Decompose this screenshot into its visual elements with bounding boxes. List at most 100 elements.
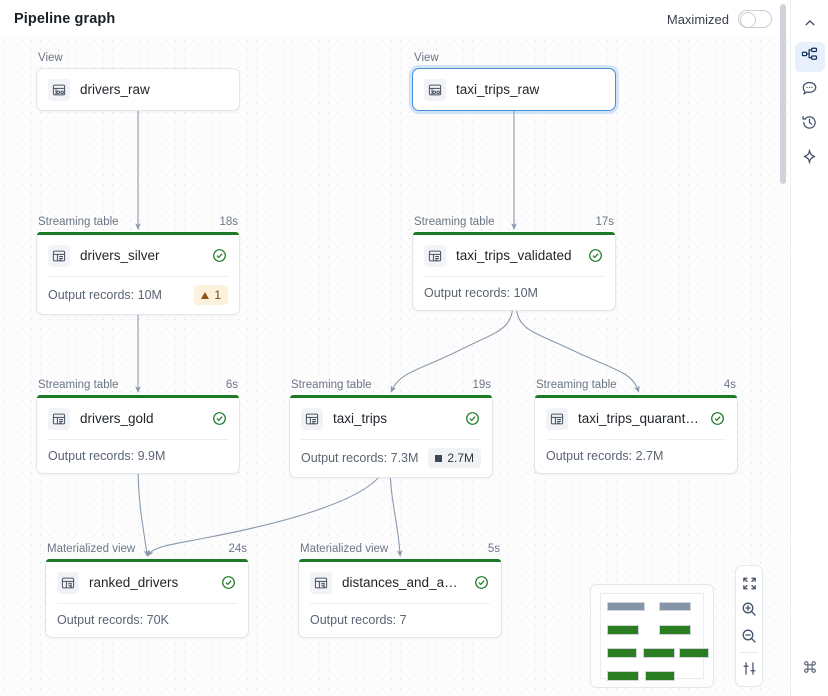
node-type-label: Streaming table: [414, 216, 495, 228]
node-card[interactable]: distances_and_amounts_b... Output record…: [298, 559, 502, 638]
status-success-icon: [474, 575, 490, 590]
sidebar-item-history[interactable]: [795, 110, 825, 140]
node-card[interactable]: drivers_silver Output records: 10M 1: [36, 232, 240, 315]
graph-node-distances_and_amounts[interactable]: Materialized view 5s distances_and_amoun…: [298, 543, 502, 638]
graph-node-taxi_trips_validated[interactable]: Streaming table 17s taxi_trips_validated: [412, 216, 616, 311]
node-title: ranked_drivers: [89, 575, 179, 590]
minimap-node: [679, 648, 709, 658]
minimap-node: [607, 602, 645, 611]
node-divider: [57, 603, 237, 604]
node-card[interactable]: drivers_raw: [36, 68, 240, 111]
node-type-label: View: [414, 52, 439, 64]
graph-canvas[interactable]: View drivers_raw V: [0, 0, 788, 696]
header-actions: Maximized: [667, 10, 772, 28]
materialized-view-icon: [310, 571, 332, 594]
node-type-label: Streaming table: [536, 379, 617, 391]
node-divider: [546, 439, 726, 440]
node-card[interactable]: taxi_trips Output records: 7.3M 2.7M: [289, 395, 493, 478]
graph-node-drivers_silver[interactable]: Streaming table 18s drivers_silver: [36, 216, 240, 315]
graph-node-drivers_gold[interactable]: Streaming table 6s drivers_gold: [36, 379, 240, 474]
node-output-records: Output records: 2.7M: [546, 449, 664, 463]
node-header: distances_and_amounts_b...: [299, 562, 501, 603]
edge-drivers_gold-ranked_drivers: [137, 463, 150, 558]
node-title: drivers_gold: [80, 411, 154, 426]
node-header: taxi_trips: [290, 398, 492, 439]
status-success-icon: [710, 411, 726, 426]
node-meta: Materialized view 5s: [298, 543, 502, 555]
graph-node-taxi_trips_raw[interactable]: View taxi_trips_raw: [412, 52, 616, 111]
minimap-node: [607, 648, 637, 658]
streaming-table-icon: [424, 244, 446, 267]
edge-taxi_trips_validated-taxi_trips_quarantine: [515, 300, 640, 393]
status-badge-dropped-records[interactable]: 2.7M: [428, 448, 481, 468]
streaming-table-icon: [48, 244, 70, 267]
graph-node-drivers_raw[interactable]: View drivers_raw: [36, 52, 240, 111]
node-footer: Output records: 70K: [46, 604, 248, 637]
status-badge-warning[interactable]: 1: [194, 285, 228, 305]
graph-minimap[interactable]: [590, 584, 714, 688]
streaming-table-icon: [546, 407, 568, 430]
history-clock-icon: [801, 114, 818, 136]
node-header: drivers_raw: [37, 69, 239, 110]
sidebar-item-pipeline-graph[interactable]: [794, 42, 825, 72]
node-divider: [310, 603, 490, 604]
graph-controls[interactable]: [735, 565, 763, 687]
node-card[interactable]: taxi_trips_quarantine Output records: 2.…: [534, 395, 738, 474]
badge-count: 2.7M: [447, 451, 474, 465]
node-title: drivers_raw: [80, 82, 150, 97]
panel-header: Pipeline graph Maximized: [0, 0, 788, 38]
node-footer: Output records: 7: [299, 604, 501, 637]
node-card[interactable]: drivers_gold Output records: 9.9M: [36, 395, 240, 474]
graph-node-taxi_trips_quarantine[interactable]: Streaming table 4s taxi_trips_quarantine: [534, 379, 738, 474]
sliders-icon[interactable]: [736, 657, 762, 681]
sidebar-item-comments[interactable]: [795, 76, 825, 106]
graph-node-ranked_drivers[interactable]: Materialized view 24s ranked_drivers: [45, 543, 249, 638]
view-table-icon: [48, 78, 70, 101]
zoom-in-icon[interactable]: [736, 597, 762, 621]
node-divider: [48, 276, 228, 277]
node-footer: Output records: 7.3M 2.7M: [290, 440, 492, 477]
node-type-label: View: [38, 52, 63, 64]
node-output-records: Output records: 10M: [48, 288, 162, 302]
node-title: taxi_trips: [333, 411, 388, 426]
node-header: drivers_silver: [37, 235, 239, 276]
node-duration: 17s: [595, 216, 614, 228]
badge-count: 1: [214, 288, 221, 302]
node-duration: 18s: [219, 216, 238, 228]
node-divider: [301, 439, 481, 440]
node-duration: 4s: [723, 379, 736, 391]
sidebar-item-assistant[interactable]: [795, 144, 825, 174]
chevron-up-icon[interactable]: [795, 8, 825, 38]
status-success-icon: [212, 411, 228, 426]
vertical-scrollbar[interactable]: [780, 4, 786, 184]
node-output-records: Output records: 10M: [424, 286, 538, 300]
maximize-toggle[interactable]: [738, 10, 772, 28]
node-meta: Streaming table 4s: [534, 379, 738, 391]
maximize-toggle-label: Maximized: [666, 11, 729, 27]
streaming-table-icon: [301, 407, 323, 430]
right-sidebar: [790, 0, 828, 696]
node-footer: Output records: 9.9M: [37, 440, 239, 473]
node-type-label: Streaming table: [38, 379, 119, 391]
minimap-node: [643, 648, 675, 658]
node-meta: View: [412, 52, 616, 64]
node-divider: [48, 439, 228, 440]
node-card[interactable]: ranked_drivers Output records: 70K: [45, 559, 249, 638]
node-duration: 24s: [228, 543, 247, 555]
node-duration: 5s: [487, 543, 500, 555]
graph-node-taxi_trips[interactable]: Streaming table 19s taxi_trips: [289, 379, 493, 478]
minimap-viewport[interactable]: [600, 593, 709, 681]
node-header: taxi_trips_quarantine: [535, 398, 737, 439]
minimap-node: [607, 671, 639, 681]
node-card[interactable]: taxi_trips_raw: [412, 68, 616, 111]
fit-screen-icon[interactable]: [736, 571, 762, 595]
status-success-icon: [212, 248, 228, 263]
pipeline-graph-icon: [801, 46, 818, 68]
node-footer: Output records: 10M: [413, 277, 615, 310]
node-meta: Streaming table 17s: [412, 216, 616, 228]
node-card[interactable]: taxi_trips_validated Output records: 10M: [412, 232, 616, 311]
status-success-icon: [221, 575, 237, 590]
zoom-out-icon[interactable]: [736, 624, 762, 648]
sidebar-item-shortcuts[interactable]: [795, 654, 825, 684]
